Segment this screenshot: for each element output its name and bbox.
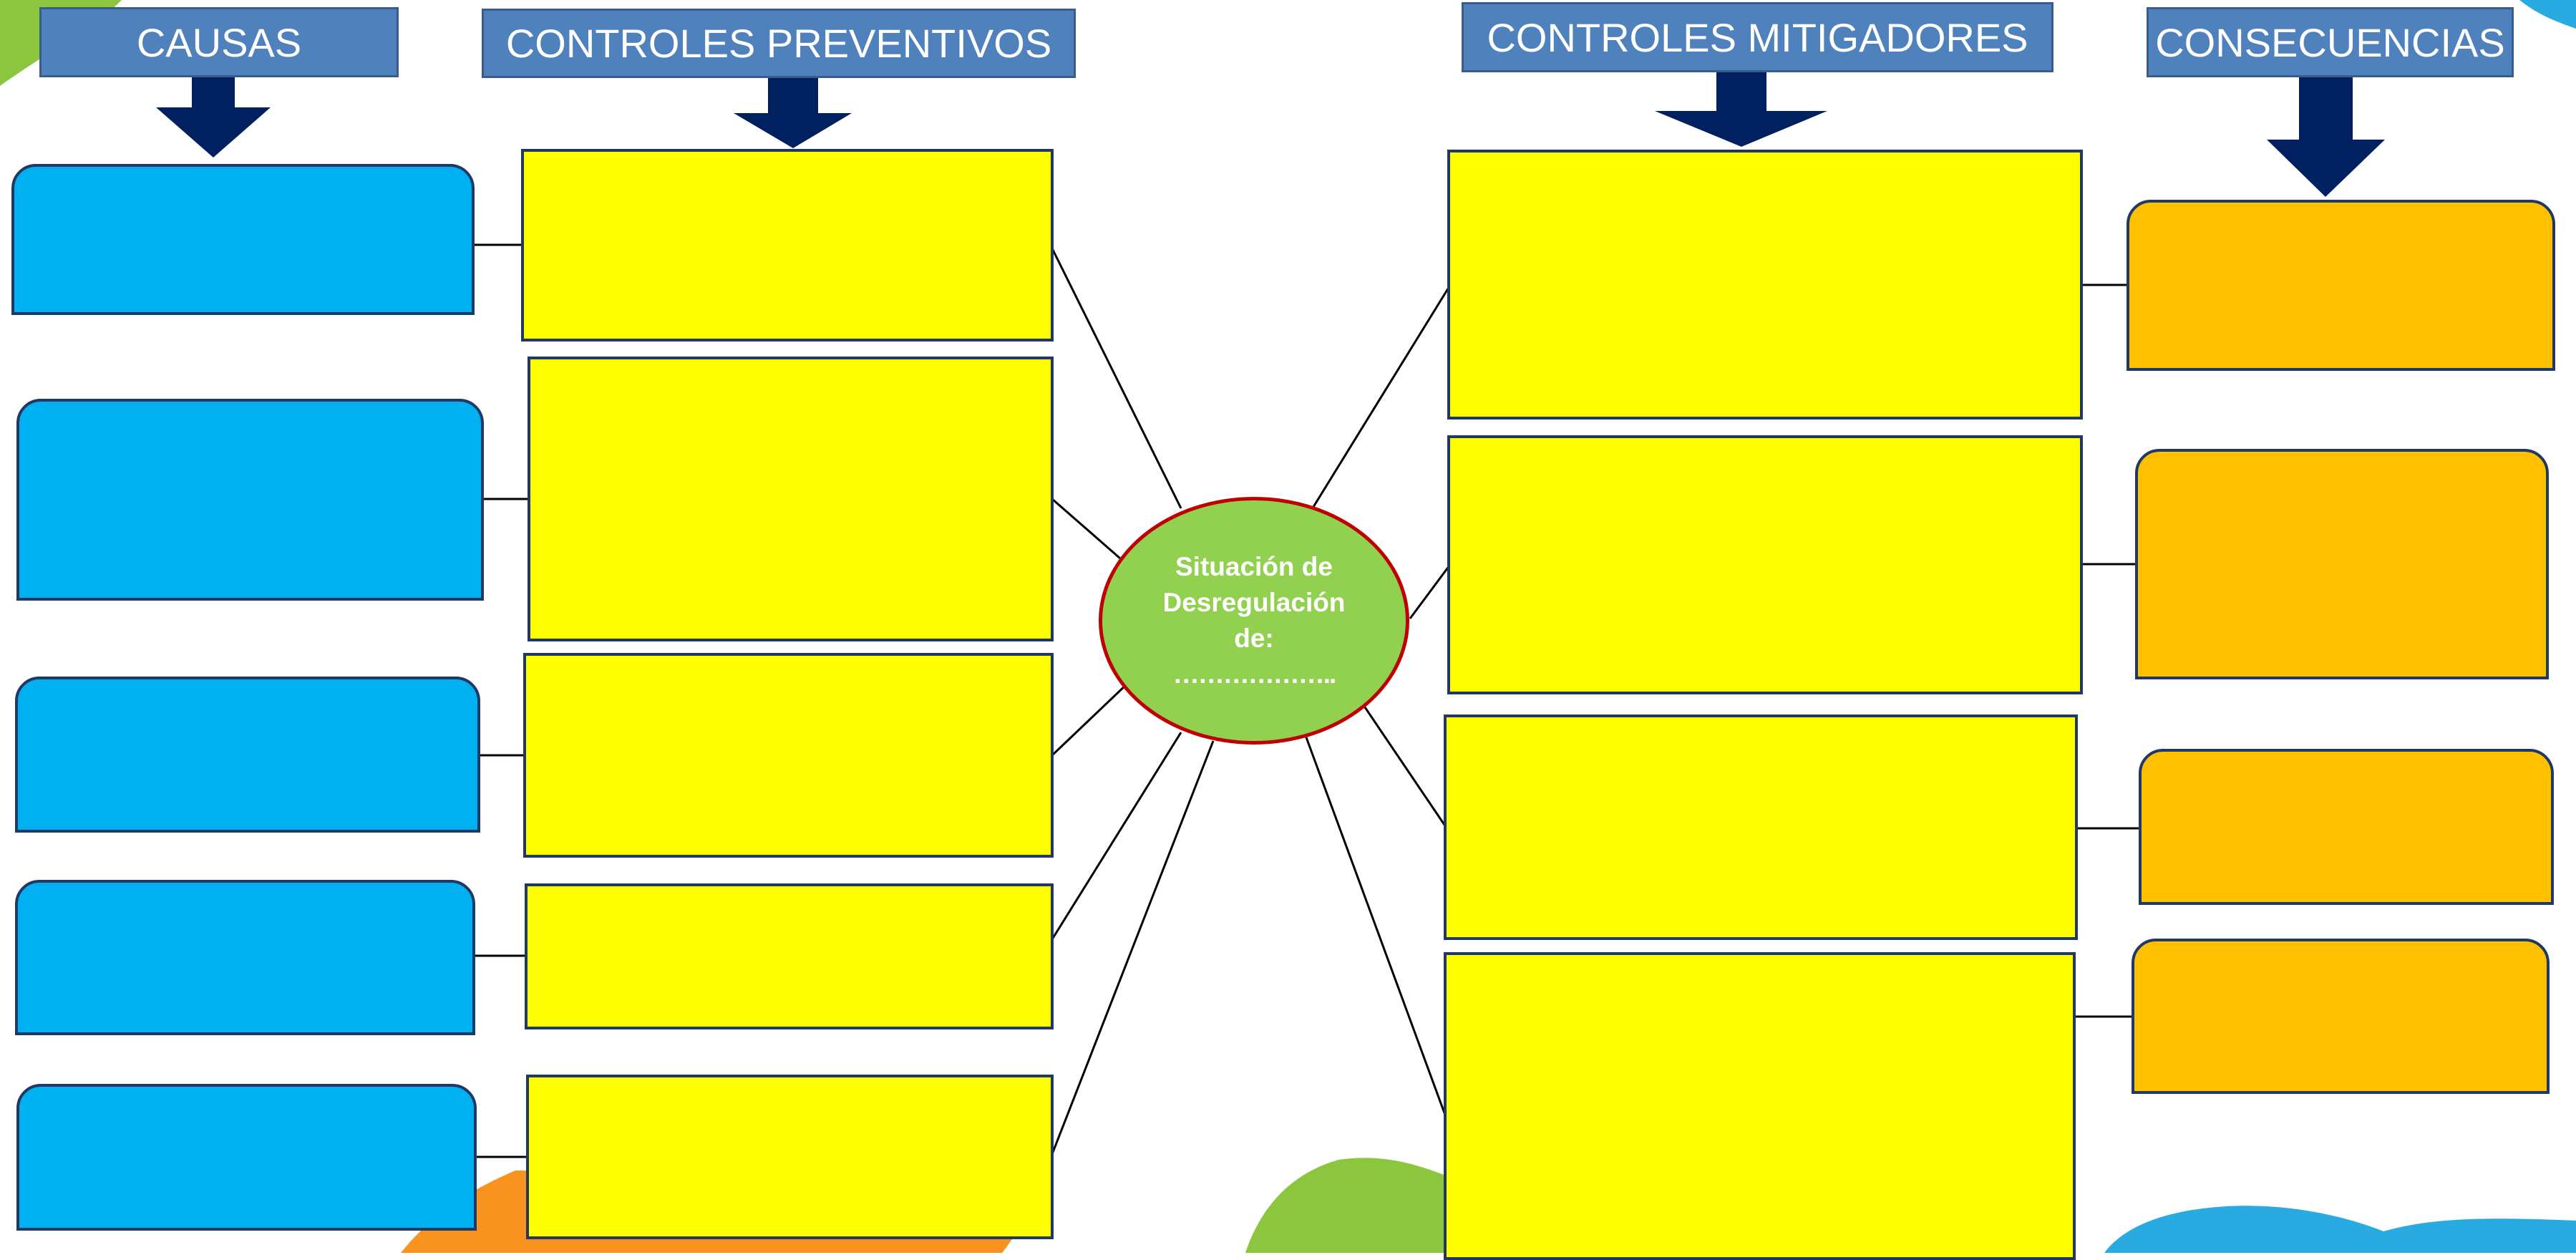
cause-box-3[interactable] bbox=[15, 677, 480, 833]
center-text-line-3: de: bbox=[1234, 624, 1274, 653]
arrow-down-icon-preventivos bbox=[734, 77, 852, 148]
preventive-control-box-1[interactable] bbox=[521, 149, 1054, 341]
header-controles-mitigadores: CONTROLES MITIGADORES bbox=[1462, 2, 2053, 72]
center-text-line-1: Situación de bbox=[1175, 552, 1333, 581]
control-center-line-3 bbox=[1051, 682, 1129, 757]
control-center-line-4 bbox=[1051, 732, 1182, 940]
down-arrows bbox=[156, 72, 2385, 197]
header-consecuencias: CONSECUENCIAS bbox=[2147, 7, 2514, 77]
central-event-ellipse[interactable]: Situación de Desregulación de: ……………….. bbox=[1099, 497, 1409, 745]
cause-box-1[interactable] bbox=[11, 164, 475, 315]
cause-box-2[interactable] bbox=[16, 399, 484, 601]
green-splash-bottom-center bbox=[1245, 1158, 1460, 1253]
preventive-control-box-2[interactable] bbox=[528, 357, 1054, 641]
preventive-control-box-4[interactable] bbox=[525, 883, 1054, 1029]
preventive-control-box-3[interactable] bbox=[523, 653, 1054, 858]
blue-splash-bottom-right bbox=[2104, 1206, 2576, 1253]
arrow-down-icon-consecuencias bbox=[2267, 77, 2385, 197]
arrow-down-icon-mitigadores bbox=[1655, 72, 1827, 147]
consequence-box-2[interactable] bbox=[2135, 449, 2549, 679]
mitigation-control-box-1[interactable] bbox=[1447, 150, 2083, 420]
preventive-control-box-5[interactable] bbox=[526, 1075, 1054, 1239]
control-center-line-5 bbox=[1051, 740, 1215, 1155]
cause-box-5[interactable] bbox=[16, 1084, 477, 1231]
arrow-down-icon-causas bbox=[156, 77, 271, 158]
center-mitigation-line-1 bbox=[1312, 286, 1451, 508]
header-causas: CAUSAS bbox=[39, 7, 399, 77]
center-mitigation-line-4 bbox=[1305, 737, 1447, 1118]
center-mitigation-line-3 bbox=[1362, 704, 1447, 828]
control-center-line-2 bbox=[1051, 498, 1121, 560]
control-center-line-1 bbox=[1051, 248, 1182, 509]
consequence-box-3[interactable] bbox=[2139, 749, 2554, 905]
connector-lines bbox=[474, 243, 2140, 1158]
mitigation-control-box-4[interactable] bbox=[1444, 952, 2076, 1260]
center-text-line-2: Desregulación bbox=[1162, 588, 1346, 617]
cause-box-4[interactable] bbox=[15, 880, 475, 1035]
center-mitigation-line-2 bbox=[1409, 565, 1451, 619]
blue-splash-top-right bbox=[2519, 0, 2576, 29]
consequence-box-1[interactable] bbox=[2127, 200, 2555, 371]
header-controles-preventivos: CONTROLES PREVENTIVOS bbox=[482, 9, 1076, 78]
mitigation-control-box-2[interactable] bbox=[1447, 435, 2083, 694]
mitigation-control-box-3[interactable] bbox=[1444, 714, 2078, 940]
consequence-box-4[interactable] bbox=[2132, 939, 2550, 1094]
center-text-line-4: ……………….. bbox=[1172, 659, 1337, 689]
